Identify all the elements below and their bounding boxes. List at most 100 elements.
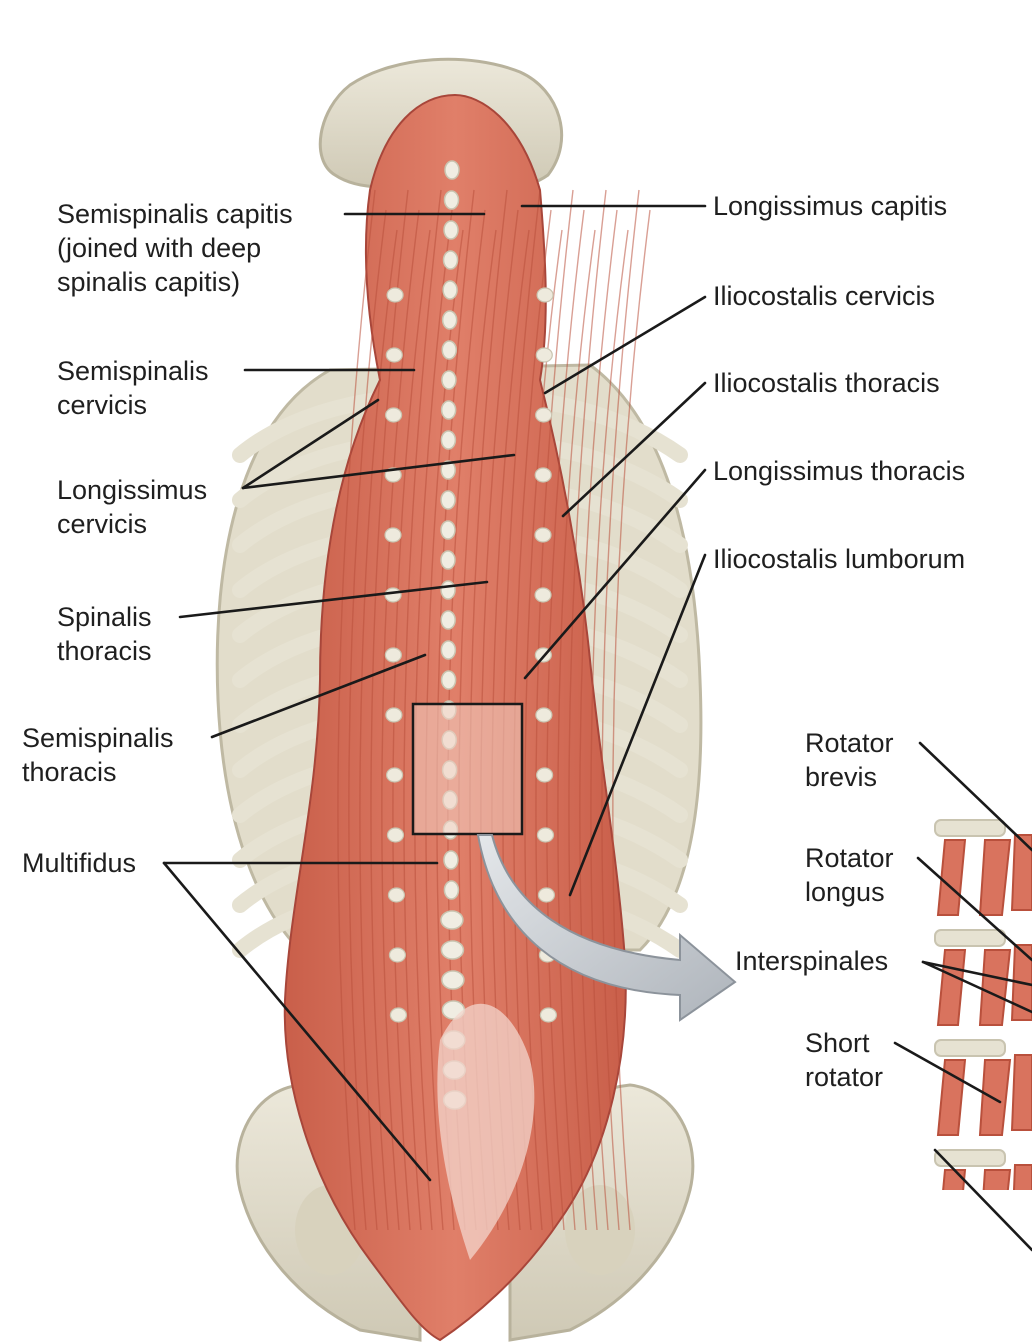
label-line: Short: [805, 1028, 870, 1058]
label-semispinalis-capitis: Semispinalis capitis (joined with deep s…: [57, 197, 293, 299]
detail-muscle: [978, 839, 1012, 916]
muscle-fiber: [370, 189, 409, 1231]
leader-longissimus-cervicis-b: [241, 453, 516, 490]
label-line: thoracis: [22, 757, 117, 787]
label-line: Interspinales: [735, 946, 889, 976]
label-line: Rotator: [805, 843, 894, 873]
detail-inset-box: [411, 702, 524, 836]
muscle-fiber: [601, 189, 640, 1231]
label-line: thoracis: [57, 636, 152, 666]
label-line: Longissimus: [57, 475, 208, 505]
muscle-fiber: [348, 209, 387, 1231]
label-line: brevis: [805, 762, 878, 792]
transverse-process: [388, 947, 407, 963]
leader-rotator-brevis: [918, 741, 1032, 852]
leader-multifidus-b: [162, 861, 432, 1182]
label-spinalis-thoracis: Spinalis thoracis: [57, 600, 152, 668]
transverse-process: [386, 827, 405, 843]
transverse-process: [385, 707, 403, 723]
thoracolumbar-fascia: [437, 1003, 535, 1260]
detail-muscle: [1012, 1164, 1032, 1190]
vertebra: [440, 400, 457, 420]
detail-arrow: [476, 834, 737, 1022]
detail-muscle: [982, 1169, 1012, 1190]
muscle-fiber: [568, 189, 607, 1231]
transverse-process: [535, 407, 553, 423]
label-line: Semispinalis: [57, 356, 209, 386]
label-interspinales: Interspinales: [735, 944, 888, 978]
leader-spinalis-thoracis: [178, 580, 489, 619]
label-line: Longissimus capitis: [713, 191, 948, 221]
muscle-fiber: [535, 189, 574, 1231]
label-iliocostalis-thoracis: Iliocostalis thoracis: [713, 366, 940, 400]
vertebra: [443, 190, 460, 210]
muscle-fiber: [381, 209, 420, 1231]
transverse-process: [536, 287, 554, 303]
transverse-process: [387, 887, 406, 903]
vertebra: [441, 340, 458, 360]
vertebra: [440, 430, 457, 450]
vertebral-column: [384, 160, 558, 1110]
label-longissimus-cervicis: Longissimus cervicis: [57, 473, 207, 541]
vertebra: [440, 520, 456, 540]
transverse-process: [537, 887, 556, 903]
transverse-process: [384, 587, 402, 603]
muscle-fiber: [579, 209, 618, 1231]
transverse-process: [539, 1007, 558, 1023]
detail-muscle: [978, 1059, 1012, 1136]
vertebra: [440, 550, 456, 570]
transverse-process: [384, 647, 402, 663]
label-line: Iliocostalis cervicis: [713, 281, 936, 311]
transverse-process: [536, 767, 554, 783]
leader-iliocostalis-cervicis: [543, 295, 707, 395]
detail-vertebra: [934, 929, 1006, 947]
label-line: longus: [805, 877, 885, 907]
transverse-process: [384, 527, 402, 543]
muscle-fiber: [414, 209, 453, 1231]
label-rotator-longus: Rotator longus: [805, 841, 894, 909]
muscle-fiber: [524, 229, 563, 1231]
transverse-process: [534, 527, 552, 543]
leader-semispinalis-thoracis: [210, 653, 427, 739]
leader-interspinales-b: [921, 960, 1032, 1014]
leader-short-rotator: [893, 1041, 1002, 1104]
leader-iliocostalis-lumborum: [568, 553, 707, 897]
vertebra: [440, 610, 456, 630]
transverse-process: [535, 347, 553, 363]
label-line: Semispinalis: [22, 723, 174, 753]
vertebra: [442, 280, 458, 300]
detail-vertebrae-panel: [915, 790, 1032, 1190]
transverse-process: [386, 767, 404, 783]
label-longissimus-capitis: Longissimus capitis: [713, 189, 947, 223]
detail-vertebra: [934, 1149, 1006, 1167]
detail-muscle: [978, 949, 1012, 1026]
leader-rotator-longus: [916, 856, 1032, 962]
sacral-foramen: [565, 1185, 635, 1275]
detail-vertebra: [934, 1039, 1006, 1057]
leader-iliocostalis-thoracis: [561, 381, 707, 518]
vertebra: [440, 940, 465, 960]
transverse-process: [385, 347, 403, 363]
label-rotator-brevis: Rotator brevis: [805, 726, 894, 794]
muscle-fiber: [403, 189, 442, 1231]
leader-longissimus-cervicis-a: [241, 398, 380, 490]
label-line: Iliocostalis thoracis: [713, 368, 940, 398]
label-iliocostalis-lumborum: Iliocostalis lumborum: [713, 542, 965, 576]
label-iliocostalis-cervicis: Iliocostalis cervicis: [713, 279, 935, 313]
transverse-process: [386, 287, 404, 303]
vertebra: [440, 910, 464, 930]
transverse-process: [536, 827, 555, 843]
vertebra: [441, 310, 458, 330]
muscle-fiber: [337, 189, 376, 1231]
label-line: Multifidus: [22, 848, 137, 878]
label-longissimus-thoracis: Longissimus thoracis: [713, 454, 965, 488]
leader-lines: [162, 204, 1032, 1252]
vertebra: [443, 880, 460, 900]
label-line: cervicis: [57, 390, 148, 420]
label-line: Iliocostalis lumborum: [713, 544, 966, 574]
label-line: rotator: [805, 1062, 884, 1092]
vertebra: [441, 970, 465, 990]
label-short-rotator: Short rotator: [805, 1026, 883, 1094]
